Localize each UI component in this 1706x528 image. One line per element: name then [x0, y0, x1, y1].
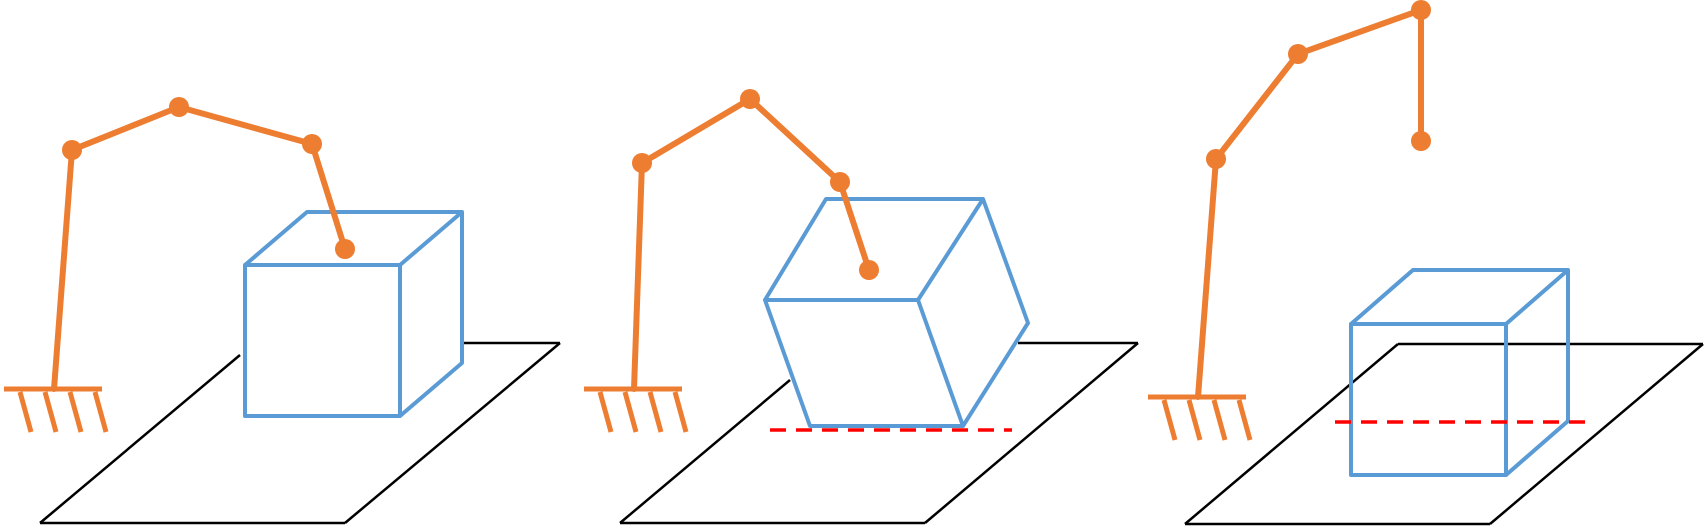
joint-shoulder — [632, 153, 652, 173]
robot-links — [631, 95, 872, 392]
robot-joints — [62, 97, 355, 259]
ground-plane — [39, 341, 561, 525]
cube-sunk — [1349, 268, 1570, 477]
robot-links — [51, 103, 348, 392]
ground-plane — [1184, 342, 1704, 526]
panel-3 — [1148, 0, 1704, 526]
joint-shoulder — [62, 140, 82, 160]
joint-wrist — [1411, 0, 1431, 20]
robot-links — [1195, 5, 1424, 400]
robot-joints — [1206, 0, 1431, 169]
panel-2 — [584, 89, 1139, 525]
joint-elbow — [1288, 44, 1308, 64]
robot-joints — [632, 89, 879, 280]
robot-arm — [584, 89, 879, 433]
end-effector — [335, 239, 355, 259]
cube-tilted — [763, 197, 1030, 428]
joint-elbow — [169, 97, 189, 117]
ground-plane — [619, 341, 1139, 525]
robot-base — [4, 386, 109, 433]
joint-elbow — [740, 89, 760, 109]
end-effector — [859, 260, 879, 280]
robot-base — [584, 386, 689, 433]
end-effector — [1411, 131, 1431, 151]
cube-upright — [243, 210, 464, 418]
robot-base — [1148, 394, 1253, 441]
robot-arm — [4, 97, 355, 433]
robot-arm — [1148, 0, 1431, 441]
joint-wrist — [302, 134, 322, 154]
panel-1 — [4, 97, 561, 525]
joint-wrist — [830, 172, 850, 192]
joint-shoulder — [1206, 149, 1226, 169]
